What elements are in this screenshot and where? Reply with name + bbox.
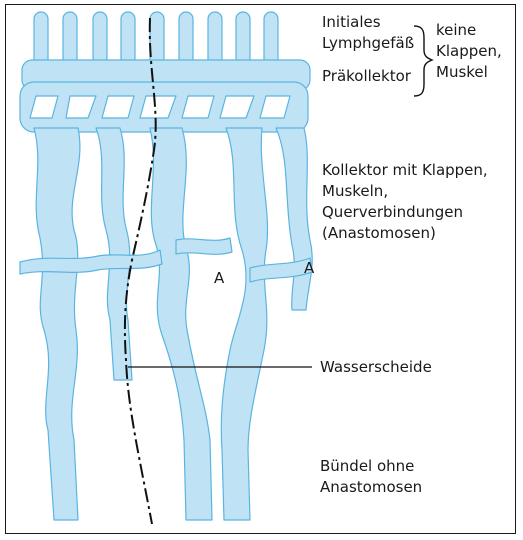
label-kollektor-line3: Querverbindungen (322, 202, 463, 223)
label-keine-line3: Muskel (436, 62, 488, 83)
initial-lymph-capillaries (22, 12, 310, 90)
label-keine-line2: Klappen, (436, 41, 502, 62)
label-kollektor-line2: Muskeln, (322, 181, 388, 202)
label-kollektor-line1: Kollektor mit Klappen, (322, 160, 488, 181)
label-anastomose-a1: A (214, 268, 224, 289)
collector-vessels (34, 128, 312, 520)
label-anastomose-a2: A (304, 258, 314, 279)
label-initial-line2: Lymphgefäß (322, 33, 414, 54)
label-kollektor-line4: (Anastomosen) (322, 223, 436, 244)
label-buendel-line1: Bündel ohne (320, 456, 414, 477)
label-buendel-line2: Anastomosen (320, 477, 422, 498)
vessel-network (20, 12, 312, 520)
label-initial-line1: Initiales (322, 12, 381, 33)
brace-icon (414, 26, 432, 96)
label-wasserscheide: Wasserscheide (320, 357, 432, 378)
label-keine-line1: keine (436, 20, 476, 41)
label-prekollektor: Präkollektor (322, 66, 411, 87)
